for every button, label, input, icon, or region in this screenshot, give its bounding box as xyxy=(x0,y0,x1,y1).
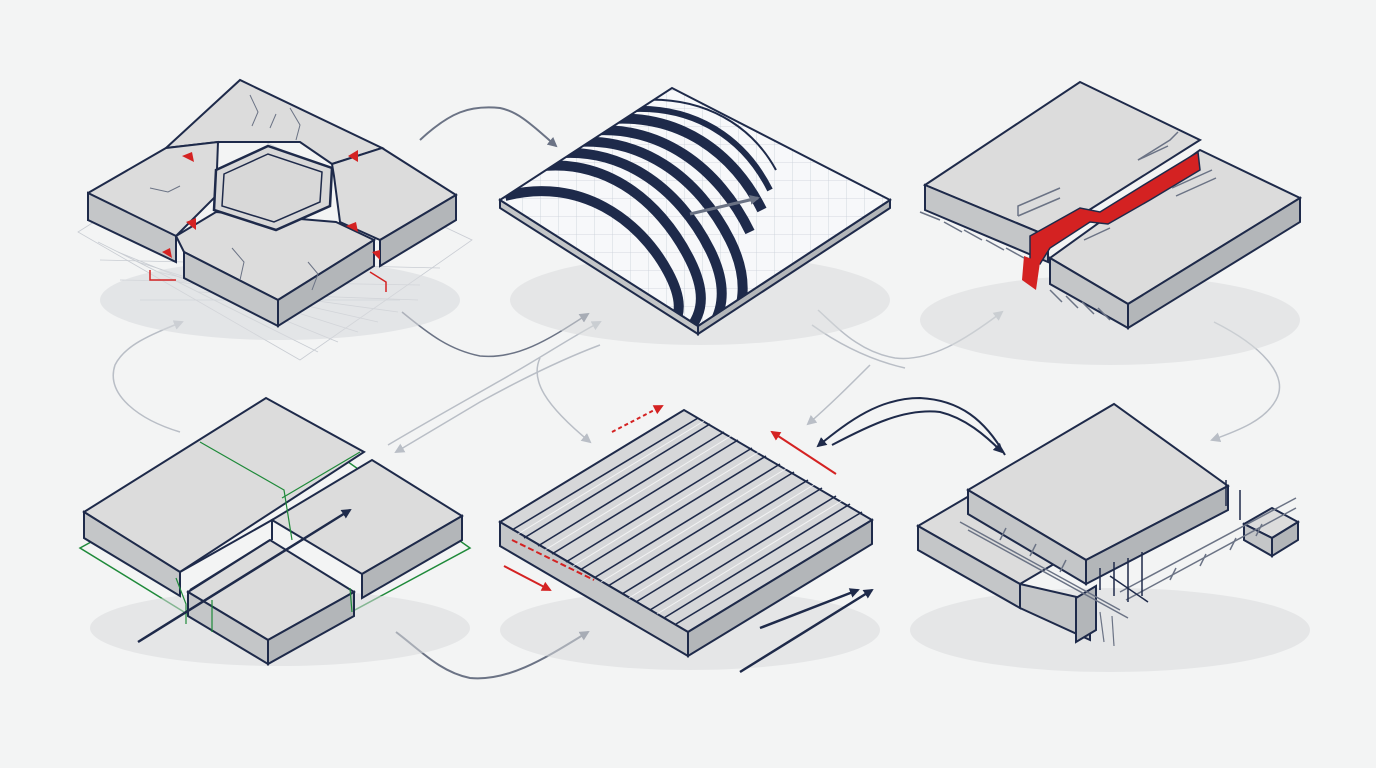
navy-direction-arrow xyxy=(137,508,352,644)
protruding-rebar-front xyxy=(1049,289,1111,321)
dowel-bars xyxy=(1017,131,1217,241)
main-slab-right-side xyxy=(1085,484,1229,586)
panel-keyed-joint-with-dowels-slab xyxy=(919,80,1303,365)
panel-hexagonal-crack-joint-slab xyxy=(77,78,473,361)
flow-arrow-navy-top xyxy=(816,396,1006,456)
rebar-beam-icon xyxy=(959,497,1297,619)
slab-shadow xyxy=(910,588,1310,672)
panel-corrugated-ribbed-slab xyxy=(498,405,880,674)
slab-back-side xyxy=(924,183,1049,264)
slab-right-side xyxy=(361,514,463,600)
flow-arrow-left-loop xyxy=(112,320,184,433)
navy-arrow-bottom-b xyxy=(739,588,874,674)
panel-edge-beam-rebar-slab xyxy=(910,402,1310,672)
column-rebar xyxy=(1099,480,1241,603)
flow-direction-arrow xyxy=(689,194,760,216)
panel-curved-wave-pattern-slab xyxy=(498,86,892,345)
edge-beam-end xyxy=(1075,584,1097,644)
panel-saw-cut-stepped-joint-slab xyxy=(78,396,472,666)
slab-block-front-right-side xyxy=(277,238,375,328)
slab-right-side xyxy=(687,518,873,658)
flow-arrow-faint-d xyxy=(536,357,592,444)
dowel-key-icon xyxy=(1029,150,1201,265)
flow-arrow-navy-bottom xyxy=(831,410,1004,454)
slab-front-right-side xyxy=(1127,196,1301,330)
red-arrow-top-right xyxy=(770,430,837,475)
slab-front-right-side xyxy=(267,590,355,666)
stepped-joint-icon xyxy=(179,518,273,591)
navy-arrow-bottom-a xyxy=(759,588,860,630)
red-accent-line xyxy=(511,539,595,581)
red-arrow-bottom-left xyxy=(503,565,552,591)
green-cut-lines xyxy=(175,441,361,632)
flow-arrow-faint-c xyxy=(394,344,601,454)
red-arrow-top-left xyxy=(611,405,664,433)
flow-arrow-faint-f xyxy=(806,364,871,426)
corrugated-icon xyxy=(511,417,863,625)
crack-lines xyxy=(149,94,319,291)
protruding-rebar-left xyxy=(919,211,1025,259)
red-joint-markers xyxy=(162,150,380,260)
flow-arrow-1-to-2 xyxy=(419,106,558,148)
edge-beam-front xyxy=(1019,582,1091,642)
flow-arrow-faint-a xyxy=(401,311,590,358)
slab-block-left-side xyxy=(87,191,177,264)
flow-arrow-faint-b xyxy=(387,321,602,446)
curved-wave-icon xyxy=(503,98,777,326)
slab-back-side xyxy=(83,510,181,598)
